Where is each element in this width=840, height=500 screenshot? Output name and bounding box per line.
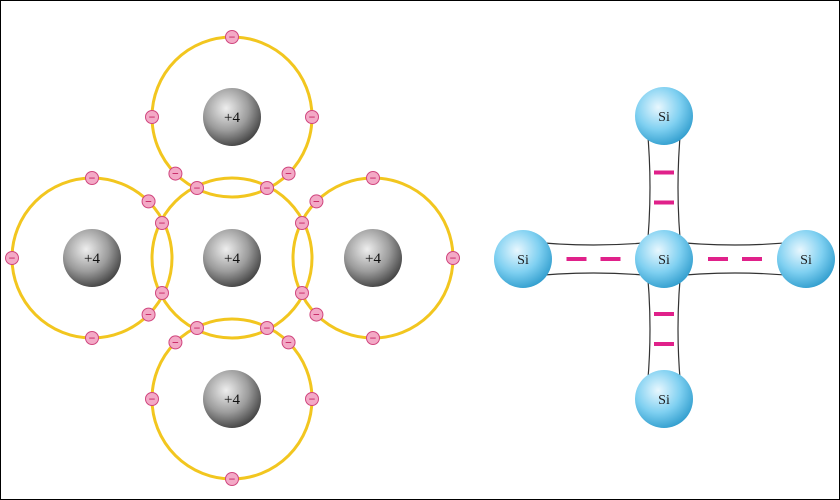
electron: − [225,30,239,44]
electron-charge: − [299,286,306,300]
electron: − [190,321,204,335]
electron-charge: − [299,216,306,230]
electron-charge: − [264,321,271,335]
electron: − [305,110,319,124]
si-atom-left: Si [494,230,552,288]
electron-charge: − [159,216,166,230]
si-atom-right: Si [777,230,835,288]
electron-charge: − [194,181,201,195]
electron-charge: − [89,171,96,185]
nucleus-label: +4 [224,110,240,126]
si-label: Si [800,253,812,268]
electron-charge: − [370,331,377,345]
electron: − [281,335,296,350]
nucleus-sphere [203,229,261,287]
si-sphere [777,230,835,288]
si-label: Si [658,393,670,408]
electron-charge: − [145,194,152,208]
nucleus-right: +4 [344,229,402,287]
nucleus-group: +4 +4 +4 +4 +4 [63,88,402,428]
orbit-center [150,176,314,340]
electron-charge: − [149,392,156,406]
electron-charge: − [229,30,236,44]
electron: − [155,286,169,300]
electron: − [305,392,319,406]
nucleus-label: +4 [365,251,381,267]
electron: − [446,251,460,265]
electron: − [5,251,19,265]
si-sphere [494,230,552,288]
electron-charge: − [313,308,320,322]
electron-charge: − [450,251,457,265]
electron: − [155,216,169,230]
electron: − [141,194,156,209]
si-label: Si [658,253,670,268]
nucleus-label: +4 [224,251,240,267]
electron: − [85,171,99,185]
electron: − [225,472,239,486]
si-sphere [635,370,693,428]
nucleus-sphere [63,229,121,287]
electron-charge: − [285,335,292,349]
si-label: Si [517,253,529,268]
electron: − [168,166,183,181]
si-sphere [635,87,693,145]
electron-charge: − [145,308,152,322]
electron-shell-diagram: +4+4+4+4+4 −−−−−−−−−−−−−−−−−−−−−−−−−−−− [5,30,460,486]
electron: − [145,392,159,406]
electron-charge: − [89,331,96,345]
nucleus-top: +4 [203,88,261,146]
nucleus-label: +4 [224,392,240,408]
nucleus-sphere [203,370,261,428]
electron: − [85,331,99,345]
electron-charge: − [159,286,166,300]
si-sphere [635,230,693,288]
nucleus-left: +4 [63,229,121,287]
electron-charge: − [172,167,179,181]
electron: − [190,181,204,195]
electron-charge: − [309,110,316,124]
electron-charge: − [285,167,292,181]
nucleus-bottom: +4 [203,370,261,428]
electron: − [366,171,380,185]
nucleus-sphere [344,229,402,287]
si-label: Si [658,110,670,125]
electron: − [281,166,296,181]
electron: − [366,331,380,345]
nucleus-label: +4 [84,251,100,267]
si-atom-bottom: Si [635,370,693,428]
electron-charge: − [9,251,16,265]
electron: − [168,335,183,350]
electron-charge: − [149,110,156,124]
electron-charge: − [264,181,271,195]
electron: − [295,286,309,300]
electron: − [260,181,274,195]
si-atom-top: Si [635,87,693,145]
electron-group: −−−−−−−−−−−−−−−−−−−−−−−−−−−− [5,30,460,486]
electron: − [309,194,324,209]
electron: − [141,307,156,322]
nucleus-center: +4 [203,229,261,287]
si-atom-center: Si [635,230,693,288]
electron-charge: − [229,472,236,486]
nucleus-sphere [203,88,261,146]
electron: − [260,321,274,335]
electron: − [309,307,324,322]
electron-charge: − [194,321,201,335]
electron-charge: − [309,392,316,406]
electron: − [295,216,309,230]
electron-charge: − [313,194,320,208]
electron: − [145,110,159,124]
electron-charge: − [370,171,377,185]
electron-charge: − [172,335,179,349]
